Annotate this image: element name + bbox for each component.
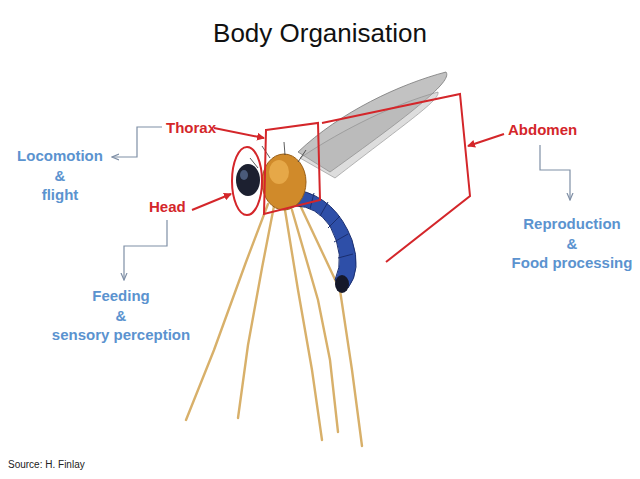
head-arrow bbox=[192, 194, 231, 210]
head-outline bbox=[232, 147, 262, 215]
thorax-arrow bbox=[214, 128, 264, 138]
segment-line bbox=[320, 202, 328, 216]
thorax-body bbox=[262, 154, 306, 210]
thorax-outline bbox=[264, 123, 320, 214]
part-name: Thorax bbox=[166, 119, 216, 136]
leader-line bbox=[540, 145, 570, 200]
bristles bbox=[250, 142, 306, 168]
wing bbox=[300, 92, 438, 178]
front-leg bbox=[238, 206, 274, 418]
bristle bbox=[250, 158, 258, 168]
head-eye bbox=[236, 164, 260, 196]
middle-leg bbox=[292, 210, 338, 432]
function-note-box: Reproduction & Food processing bbox=[512, 214, 633, 273]
function-note: Feeding & sensory perception bbox=[52, 286, 190, 345]
source-caption-box: Source: H. Finlay bbox=[8, 459, 85, 470]
part-name: Abdomen bbox=[508, 121, 577, 138]
segment-line bbox=[334, 234, 348, 242]
leader-line bbox=[124, 220, 167, 280]
leader-line bbox=[112, 127, 162, 157]
eye-shine bbox=[240, 170, 248, 180]
part-name-box: Thorax bbox=[166, 119, 216, 136]
front-leg bbox=[186, 204, 268, 420]
abdomen-tip bbox=[335, 275, 349, 293]
function-note: Reproduction & Food processing bbox=[512, 214, 633, 273]
abdomen-bracket bbox=[322, 94, 470, 262]
middle-leg bbox=[285, 210, 322, 440]
thorax-highlight bbox=[269, 160, 289, 184]
abdomen-segments bbox=[310, 193, 353, 258]
part-name-box: Abdomen bbox=[508, 121, 577, 138]
legs bbox=[186, 204, 362, 446]
bristle bbox=[298, 150, 306, 162]
bristle bbox=[284, 142, 285, 155]
function-note-box: Feeding & sensory perception bbox=[52, 286, 190, 345]
title: Body Organisation bbox=[213, 18, 427, 49]
part-name: Head bbox=[149, 198, 186, 215]
abdomen-arrow bbox=[468, 134, 504, 146]
segment-line bbox=[328, 216, 340, 228]
segment-line bbox=[338, 254, 353, 258]
function-note-box: Locomotion & flight bbox=[17, 146, 103, 205]
part-name-box: Head bbox=[149, 198, 186, 215]
title-box: Body Organisation bbox=[213, 18, 427, 49]
source-caption: Source: H. Finlay bbox=[8, 459, 85, 470]
function-note: Locomotion & flight bbox=[17, 146, 103, 205]
